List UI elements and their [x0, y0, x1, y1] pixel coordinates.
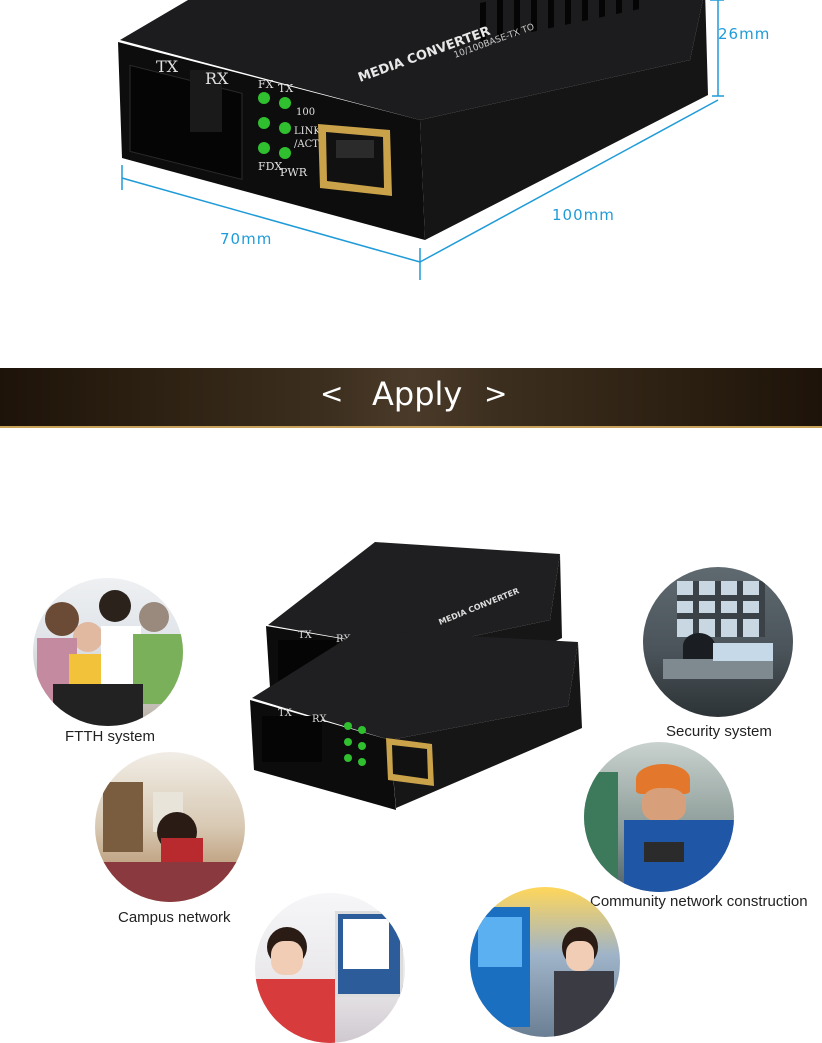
banner-title: Apply — [372, 375, 463, 413]
stacked-converters-illustration: MEDIA CONVERTER TX RX TX RX — [250, 542, 582, 810]
student-desk-photo-icon — [95, 752, 245, 902]
status-leds — [258, 92, 291, 159]
app-label-community: Community network construction — [590, 893, 808, 910]
rj45-port — [318, 124, 392, 196]
converter-top-face — [120, 0, 703, 120]
woman-screens-photo-icon — [470, 887, 620, 1037]
rx-label: RX — [205, 69, 229, 88]
height-dimension-label: 26mm — [718, 25, 771, 43]
product-dimension-illustration: MEDIA CONVERTER 10/100BASE-TX TO TX RX F… — [118, 0, 724, 280]
technician-photo-icon — [584, 742, 734, 892]
speed-label: 100 — [296, 107, 315, 118]
svg-text:TX: TX — [298, 630, 313, 641]
pwr-label: PWR — [280, 166, 308, 179]
dimension-lines — [121, 0, 724, 280]
svg-text:TX: TX — [278, 708, 293, 719]
link-label: LINK — [294, 126, 321, 137]
family-laptop-photo-icon — [33, 578, 183, 726]
svg-text:RX: RX — [336, 634, 352, 645]
act-label: /ACT — [294, 139, 319, 150]
depth-dimension-label: 100mm — [552, 206, 615, 224]
control-room-photo-icon — [643, 567, 793, 717]
vent-slots — [480, 0, 639, 43]
woman-phone-photo-icon — [255, 893, 405, 1043]
banner-prev-arrow: < — [320, 377, 344, 410]
fx-label: FX — [258, 78, 274, 91]
app-label-ftth: FTTH system — [65, 728, 155, 745]
tx-label: TX — [156, 57, 179, 76]
apply-section-banner: < Apply > — [0, 368, 822, 428]
svg-text:RX: RX — [312, 714, 328, 725]
width-dimension-label: 70mm — [220, 230, 273, 248]
converter-right-face — [420, 0, 708, 240]
banner-next-arrow: > — [484, 377, 508, 410]
app-label-security: Security system — [666, 723, 772, 740]
tx2-label: TX — [278, 82, 293, 95]
fdx-label: FDX — [258, 160, 282, 173]
app-label-campus: Campus network — [118, 909, 231, 926]
